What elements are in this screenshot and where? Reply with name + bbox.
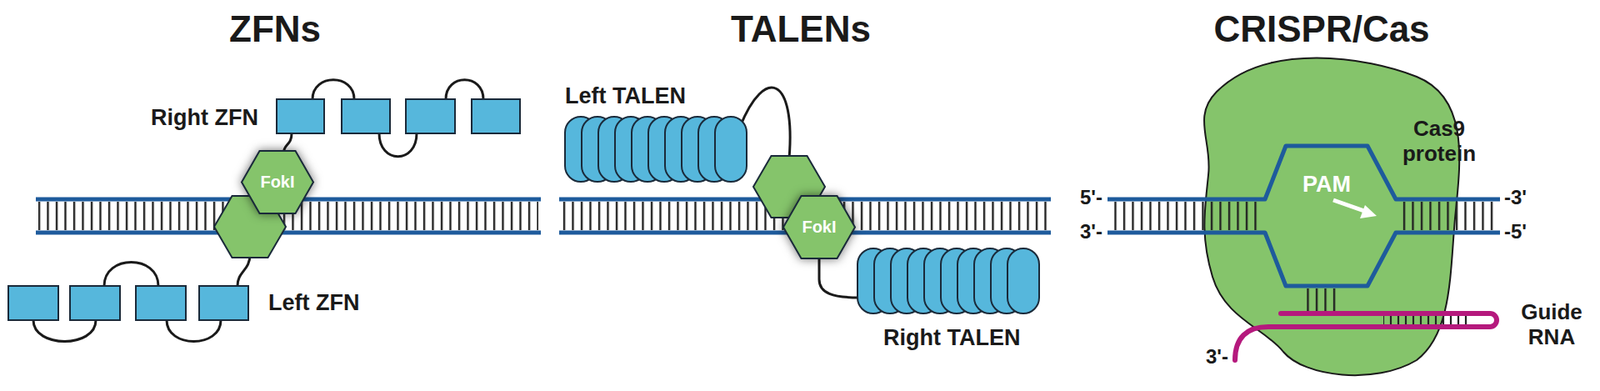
base-pairs [1400,201,1499,230]
panel-title: ZFNs [229,8,321,51]
tale-repeat [1007,248,1040,314]
protein-label: Cas9 protein [1389,116,1490,167]
zinc-finger [471,99,520,134]
rna-pairs [1383,315,1470,325]
tale-repeats [565,116,747,182]
linker [740,87,790,159]
strand-end: -3' [1504,185,1527,210]
linker [237,254,250,286]
linker [819,254,860,298]
domain-label: FokI [801,217,836,237]
hexagon-outline [241,150,314,214]
strand-end: 3'- [1080,220,1103,244]
zinc-finger [276,99,325,134]
base-pairs [1110,201,1262,230]
zinc-finger [70,285,120,320]
panel-title: CRISPR/Cas [1213,8,1430,51]
pam-arrow [1333,200,1367,212]
dna-strand [1107,232,1500,286]
strand-end: 3'- [1205,345,1229,369]
protein-label: Right TALEN [883,325,1020,351]
linker-loop [312,80,355,100]
zinc-finger [135,285,186,320]
tale-repeats [857,248,1040,314]
zinc-finger [405,99,455,134]
protein-label: Right ZFN [150,105,259,131]
zinc-finger [8,285,59,320]
foki-domain: FokI [241,150,314,214]
protein-label: Left TALEN [565,83,686,110]
hexagon-outline [783,195,855,259]
guide-rna [1235,313,1497,360]
zinc-finger [341,99,390,134]
panel-title: TALENs [730,8,871,51]
linker-loops [33,80,484,342]
rna-dna-pairs [1303,288,1339,312]
strand-end: 5'- [1080,185,1103,210]
foki-domain: FokI [783,195,855,259]
zinc-fingers [8,99,520,320]
domain-label: FokI [260,172,295,192]
linker-loop [33,320,96,342]
dna-strand [35,230,541,235]
strand-end: -5' [1504,220,1527,244]
linkers [740,87,860,298]
linker-loop [166,320,221,342]
protein-label: Left ZFN [268,290,360,316]
tale-repeat [715,116,747,182]
pam-arrowhead [1360,205,1377,219]
linker-loop [104,262,159,287]
linker-loop [445,80,484,100]
rna-label: Guide RNA [1511,300,1592,350]
linker-loop [379,133,417,157]
pam-label: PAM [1302,171,1351,198]
zinc-finger [199,285,249,320]
